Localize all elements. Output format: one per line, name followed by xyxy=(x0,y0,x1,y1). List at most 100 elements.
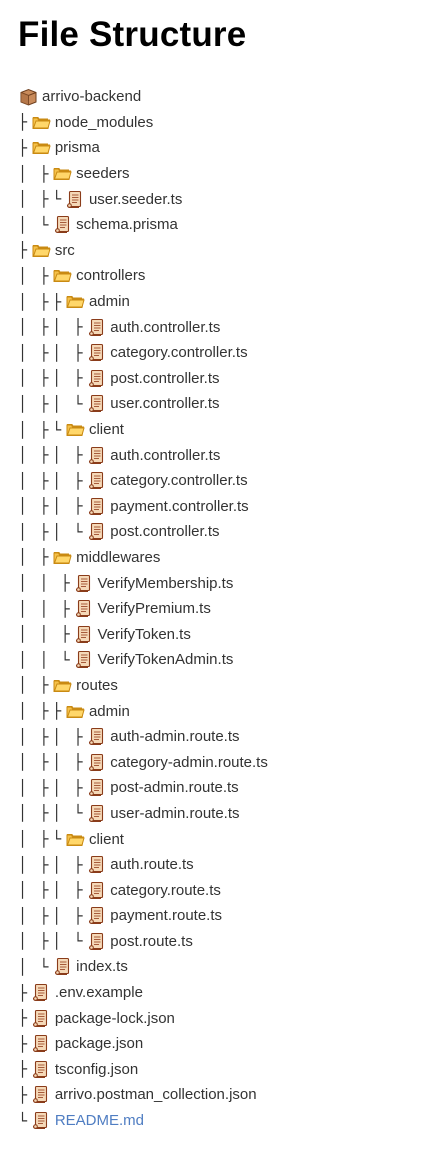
file-name: auth-admin.route.ts xyxy=(110,728,240,746)
tree-branch-lines: │ ├ ├ xyxy=(18,702,65,721)
scroll-icon xyxy=(73,625,94,643)
folder-name: routes xyxy=(76,676,118,694)
tree-branch-lines: │ ├ │ └ xyxy=(18,932,87,951)
file-name: user.controller.ts xyxy=(110,395,220,413)
tree-file-row: │ ├ │ └ post.controller.ts xyxy=(18,519,438,545)
file-name: schema.prisma xyxy=(76,216,178,234)
tree-branch-lines: │ │ ├ xyxy=(18,599,74,618)
tree-branch-lines: │ ├ │ ├ xyxy=(18,855,87,874)
tree-branch-lines: │ ├ │ ├ xyxy=(18,471,87,490)
tree-file-row: │ ├ │ └ user.controller.ts xyxy=(18,391,438,417)
scroll-icon xyxy=(86,728,107,746)
file-name: post-admin.route.ts xyxy=(110,779,239,797)
tree-file-row: │ ├ │ ├ category.controller.ts xyxy=(18,340,438,366)
scroll-icon xyxy=(31,984,52,1002)
tree-branch-lines: │ ├ │ ├ xyxy=(18,906,87,925)
folder-name: controllers xyxy=(76,267,146,285)
file-name: package-lock.json xyxy=(54,1009,175,1027)
folder-name: prisma xyxy=(54,139,100,157)
folder-icon xyxy=(52,676,73,694)
file-name: post.controller.ts xyxy=(110,369,220,387)
tree-file-row: │ └ index.ts xyxy=(18,954,438,980)
tree-folder-row: │ ├ ├ admin xyxy=(18,289,438,315)
scroll-icon xyxy=(86,318,107,336)
tree-file-row[interactable]: └ README.md xyxy=(18,1108,438,1134)
file-name: category.controller.ts xyxy=(110,344,248,362)
scroll-icon xyxy=(31,1060,52,1078)
tree-branch-lines: │ ├ xyxy=(18,676,53,695)
tree-branch-lines: ├ xyxy=(18,1085,31,1104)
folder-name: arrivo-backend xyxy=(42,88,142,106)
tree-file-row: │ ├ │ ├ auth.controller.ts xyxy=(18,314,438,340)
readme-link[interactable]: README.md xyxy=(54,1112,144,1130)
folder-name: client xyxy=(88,830,124,848)
scroll-icon xyxy=(86,907,107,925)
file-name: category.controller.ts xyxy=(110,472,248,490)
tree-file-row: │ │ ├ VerifyMembership.ts xyxy=(18,570,438,596)
tree-branch-lines: │ ├ └ xyxy=(18,190,65,209)
folder-icon xyxy=(52,165,73,183)
folder-name: seeders xyxy=(76,165,130,183)
scroll-icon xyxy=(86,753,107,771)
tree-file-row: │ ├ │ ├ post.controller.ts xyxy=(18,366,438,392)
file-name: VerifyPremium.ts xyxy=(97,600,211,618)
tree-folder-row: │ ├ └ client xyxy=(18,826,438,852)
scroll-icon xyxy=(86,344,107,362)
file-name: user-admin.route.ts xyxy=(110,804,240,822)
file-name: category-admin.route.ts xyxy=(110,753,268,771)
tree-file-row: │ ├ │ ├ auth-admin.route.ts xyxy=(18,724,438,750)
folder-name: admin xyxy=(88,702,130,720)
tree-folder-row: ├ prisma xyxy=(18,135,438,161)
tree-branch-lines: │ ├ │ └ xyxy=(18,804,87,823)
tree-branch-lines: │ └ xyxy=(18,957,53,976)
scroll-icon xyxy=(73,574,94,592)
tree-file-row: │ └ schema.prisma xyxy=(18,212,438,238)
folder-icon xyxy=(65,421,86,439)
tree-branch-lines: ├ xyxy=(18,983,31,1002)
scroll-icon xyxy=(31,1035,52,1053)
file-name: auth.controller.ts xyxy=(110,318,221,336)
scroll-icon xyxy=(86,497,107,515)
tree-file-row: │ ├ │ └ post.route.ts xyxy=(18,929,438,955)
tree-file-row: │ ├ └ user.seeder.ts xyxy=(18,186,438,212)
file-name: VerifyTokenAdmin.ts xyxy=(97,651,234,669)
folder-icon xyxy=(52,267,73,285)
tree-branch-lines: │ ├ │ ├ xyxy=(18,446,87,465)
tree-branch-lines: │ ├ ├ xyxy=(18,292,65,311)
scroll-icon xyxy=(86,779,107,797)
tree-folder-row: │ ├ ├ admin xyxy=(18,698,438,724)
tree-branch-lines: │ ├ │ └ xyxy=(18,394,87,413)
tree-branch-lines: │ ├ xyxy=(18,266,53,285)
tree-file-row: │ ├ │ ├ auth.controller.ts xyxy=(18,442,438,468)
tree-folder-row: │ ├ middlewares xyxy=(18,545,438,571)
tree-file-row: │ ├ │ ├ payment.controller.ts xyxy=(18,494,438,520)
tree-branch-lines: │ ├ │ ├ xyxy=(18,881,87,900)
tree-branch-lines: │ ├ │ ├ xyxy=(18,369,87,388)
tree-file-row: ├ arrivo.postman_collection.json xyxy=(18,1082,438,1108)
tree-file-row: │ ├ │ ├ post-admin.route.ts xyxy=(18,775,438,801)
scroll-icon xyxy=(52,958,73,976)
tree-file-row: ├ .env.example xyxy=(18,980,438,1006)
tree-branch-lines: │ ├ │ ├ xyxy=(18,778,87,797)
tree-folder-row: ├ node_modules xyxy=(18,110,438,136)
tree-branch-lines: ├ xyxy=(18,241,31,260)
tree-branch-lines: ├ xyxy=(18,138,31,157)
folder-icon xyxy=(31,139,52,157)
scroll-icon xyxy=(86,369,107,387)
scroll-icon xyxy=(86,881,107,899)
file-name: VerifyToken.ts xyxy=(97,625,191,643)
scroll-icon xyxy=(31,1086,52,1104)
folder-icon xyxy=(65,293,86,311)
tree-branch-lines: │ ├ └ xyxy=(18,420,65,439)
tree-file-row: │ ├ │ ├ category.controller.ts xyxy=(18,468,438,494)
folder-icon xyxy=(31,241,52,259)
tree-branch-lines: │ ├ │ ├ xyxy=(18,343,87,362)
package-icon xyxy=(18,88,39,106)
file-name: user.seeder.ts xyxy=(88,190,183,208)
tree-branch-lines: ├ xyxy=(18,113,31,132)
scroll-icon xyxy=(86,472,107,490)
folder-name: admin xyxy=(88,293,130,311)
scroll-icon xyxy=(86,395,107,413)
tree-branch-lines: │ ├ └ xyxy=(18,830,65,849)
tree-folder-row: │ ├ routes xyxy=(18,673,438,699)
